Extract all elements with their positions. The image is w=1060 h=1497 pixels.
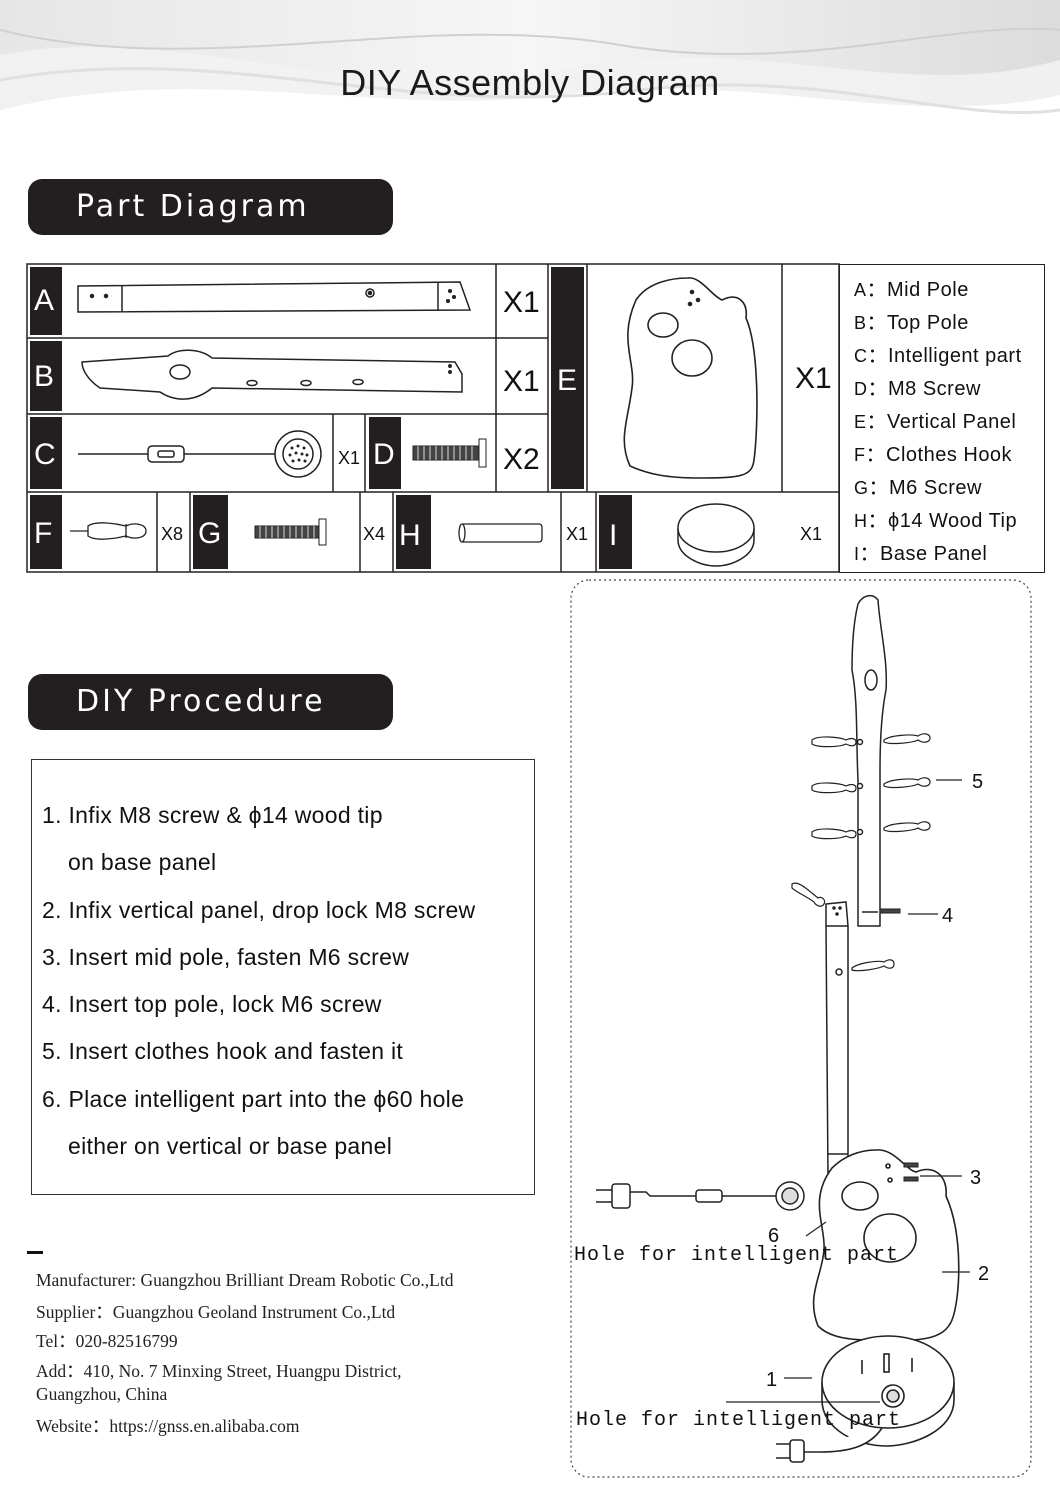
legend-item: I：Base Panel: [854, 543, 988, 565]
procedure-box: 1. Infix M8 screw & ϕ14 wood tip on base…: [31, 759, 535, 1195]
callout-4: 4: [942, 905, 953, 927]
step-3: 3. Insert mid pole, fasten M6 screw: [42, 944, 410, 970]
top-pole-drawing: [81, 349, 463, 400]
part-letter-e: E: [557, 364, 577, 397]
step-5: 5. Insert clothes hook and fasten it: [42, 1038, 404, 1064]
mid-pole-drawing: [77, 281, 472, 313]
footer-divider: [27, 1251, 43, 1254]
top-pole-assembled: [851, 594, 888, 927]
clothes-hooks-assembled: [791, 733, 931, 972]
legend-item: G：M6 Screw: [854, 477, 982, 499]
callout-2: 2: [978, 1263, 989, 1285]
callout-6: 6: [768, 1225, 779, 1247]
legend-item: E：Vertical Panel: [854, 411, 1017, 433]
page-title: DIY Assembly Diagram: [340, 62, 720, 103]
clothes-hook-drawing: [70, 522, 147, 540]
base-panel-assembled: [776, 1335, 955, 1463]
callout-1: 1: [766, 1369, 777, 1391]
part-letter-d: D: [373, 438, 395, 471]
qty-f: X8: [161, 524, 183, 544]
diy-procedure-heading: DIY Procedure: [28, 674, 393, 730]
footer-manufacturer: Manufacturer: Guangzhou Brilliant Dream …: [36, 1270, 454, 1290]
part-letter-c: C: [34, 438, 56, 471]
step-6: 6. Place intelligent part into the ϕ60 h…: [42, 1086, 465, 1112]
legend-item: D：M8 Screw: [854, 378, 981, 400]
m6-screw-drawing: [254, 518, 327, 546]
mid-pole-assembled: [825, 901, 849, 1177]
parts-table: A B C D E F G H I X1 X1 X1 X2 X1 X8 X4 X…: [26, 263, 840, 573]
footer-address: Add：410, No. 7 Minxing Street, Huangpu D…: [36, 1361, 402, 1381]
step-1: 1. Infix M8 screw & ϕ14 wood tip: [42, 802, 383, 828]
footer-website[interactable]: Website：https://gnss.en.alibaba.com: [36, 1416, 300, 1436]
step-2: 2. Infix vertical panel, drop lock M8 sc…: [42, 897, 476, 923]
base-panel-drawing: [677, 503, 755, 567]
vertical-panel-assembled: [812, 1149, 960, 1342]
legend-item: F：Clothes Hook: [854, 444, 1013, 466]
footer-address-city: Guangzhou, China: [36, 1384, 168, 1404]
qty-d: X2: [503, 443, 540, 476]
step-4: 4. Insert top pole, lock M6 screw: [42, 991, 382, 1017]
qty-h: X1: [566, 524, 588, 544]
legend-item: H：ϕ14 Wood Tip: [854, 510, 1018, 532]
qty-g: X4: [363, 524, 385, 544]
hole-label-vertical-panel: Hole for intelligent part: [574, 1244, 899, 1267]
qty-a: X1: [503, 286, 540, 319]
callout-lines: [726, 779, 970, 1403]
qty-e: X1: [795, 362, 832, 395]
footer-supplier: Supplier：Guangzhou Geoland Instrument Co…: [36, 1302, 396, 1322]
qty-b: X1: [503, 365, 540, 398]
part-letter-g: G: [198, 517, 221, 550]
intelligent-part-drawing: [78, 430, 322, 478]
footer-tel: Tel：020-82516799: [36, 1331, 178, 1351]
parts-legend: A：Mid Pole B：Top Pole C：Intelligent part…: [839, 264, 1045, 573]
m8-screw-drawing: [412, 438, 487, 468]
part-letter-a: A: [34, 284, 54, 317]
callout-5: 5: [972, 771, 983, 793]
m6-screw-assembled: [879, 908, 901, 914]
qty-c: X1: [338, 448, 360, 468]
part-letter-h: H: [399, 519, 421, 552]
m8-screws-assembled: [903, 1162, 919, 1182]
callout-3: 3: [970, 1167, 981, 1189]
part-letter-i: I: [609, 519, 617, 552]
legend-item: A：Mid Pole: [854, 279, 969, 301]
qty-i: X1: [800, 524, 822, 544]
vertical-panel-drawing: [623, 277, 758, 479]
legend-item: C：Intelligent part: [854, 345, 1022, 367]
part-diagram-heading: Part Diagram: [28, 179, 393, 235]
assembly-illustration: 5 4 3 6 2 1 Hole for intelligent part Ho…: [570, 579, 1032, 1478]
intelligent-part-assembled: [596, 1181, 805, 1211]
part-letter-f: F: [34, 517, 52, 550]
legend-item: B：Top Pole: [854, 312, 969, 334]
hole-label-base-panel: Hole for intelligent part: [576, 1409, 901, 1432]
step-1-continued: on base panel: [68, 849, 217, 875]
step-6-continued: either on vertical or base panel: [68, 1133, 393, 1159]
wood-tip-drawing: [458, 523, 543, 543]
header-banner: [0, 0, 1060, 150]
part-letter-b: B: [34, 360, 54, 393]
